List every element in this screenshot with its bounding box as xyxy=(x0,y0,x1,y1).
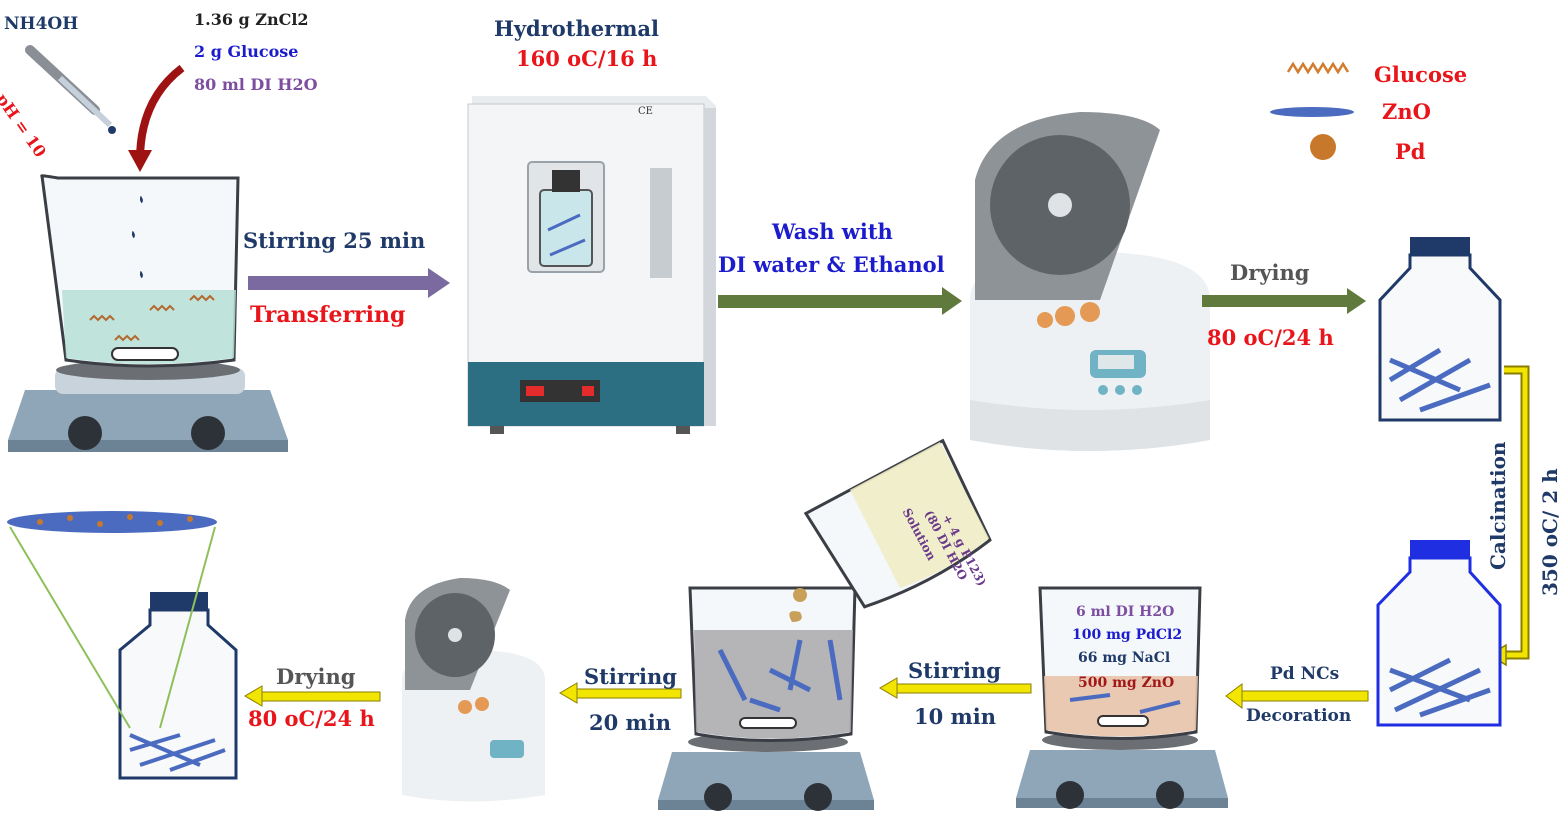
pd-legend-icon xyxy=(1310,134,1336,160)
stirring-25-label: Stirring 25 min xyxy=(243,228,426,253)
pour-beaker xyxy=(803,438,992,609)
arrow-drying-1 xyxy=(1202,288,1366,314)
hotplate-stirrer-1 xyxy=(8,360,288,452)
wash-label-1: Wash with xyxy=(772,219,893,244)
calcination-condition: 350 oC/ 2 h xyxy=(1538,468,1562,596)
centrifuge-1 xyxy=(970,112,1210,451)
arrow-stirring-20 xyxy=(559,682,682,704)
drying-2-condition: 80 oC/24 h xyxy=(248,706,375,731)
decoration-label: Decoration xyxy=(1246,706,1352,726)
hydrothermal-condition: 160 oC/16 h xyxy=(516,46,658,71)
zncl2-label: 1.36 g ZnCl2 xyxy=(194,10,309,29)
zoom-zno-pd xyxy=(7,511,217,729)
arrow-stirring-10 xyxy=(879,677,1032,699)
arrow-pd-decoration xyxy=(1225,683,1369,709)
nacl-label: 66 mg NaCl xyxy=(1078,650,1171,666)
stirring-10-time: 10 min xyxy=(914,704,997,729)
hotplate-stirrer-pd xyxy=(1016,586,1228,809)
centrifuge-2 xyxy=(402,578,545,802)
bottle-1 xyxy=(1378,237,1502,422)
glucose-legend-icon xyxy=(1286,61,1350,75)
drying-2-label: Drying xyxy=(276,664,356,689)
stirring-10-label: Stirring xyxy=(908,658,1001,683)
bottle-2 xyxy=(1376,540,1502,727)
pour-arrow xyxy=(128,64,185,172)
stirring-20-time: 20 min xyxy=(589,710,672,735)
pd-ncs-label: Pd NCs xyxy=(1270,664,1340,684)
arrow-wash xyxy=(718,287,962,315)
pipette xyxy=(25,45,116,134)
stirring-20-label: Stirring xyxy=(584,664,677,689)
glucose-amount-label: 2 g Glucose xyxy=(194,42,299,61)
water-label: 80 ml DI H2O xyxy=(194,75,318,94)
hydrothermal-oven: CE xyxy=(467,96,716,434)
arrow-transfer xyxy=(248,268,450,298)
drying-1-label: Drying xyxy=(1230,260,1310,285)
nh4oh-label: NH4OH xyxy=(4,14,79,34)
calcination-label: Calcination xyxy=(1486,441,1510,570)
drying-1-condition: 80 oC/24 h xyxy=(1207,325,1334,350)
zno-mass-label: 500 mg ZnO xyxy=(1078,675,1175,691)
hotplate-stirrer-p123 xyxy=(658,586,874,811)
final-bottle xyxy=(118,592,238,780)
legend-zno-label: ZnO xyxy=(1382,99,1431,124)
pd-water-label: 6 ml DI H2O xyxy=(1076,604,1175,620)
beaker-1 xyxy=(40,174,240,368)
legend-glucose-label: Glucose xyxy=(1374,62,1468,87)
legend xyxy=(1270,61,1354,160)
svg-text:CE: CE xyxy=(638,106,653,117)
wash-label-2: DI water & Ethanol xyxy=(718,252,945,277)
transferring-label: Transferring xyxy=(250,302,406,328)
arrow-drying-2 xyxy=(244,685,381,707)
legend-pd-label: Pd xyxy=(1395,139,1426,164)
pdcl2-label: 100 mg PdCl2 xyxy=(1072,627,1183,643)
zno-legend-icon xyxy=(1270,107,1354,117)
hydrothermal-title: Hydrothermal xyxy=(494,16,659,41)
